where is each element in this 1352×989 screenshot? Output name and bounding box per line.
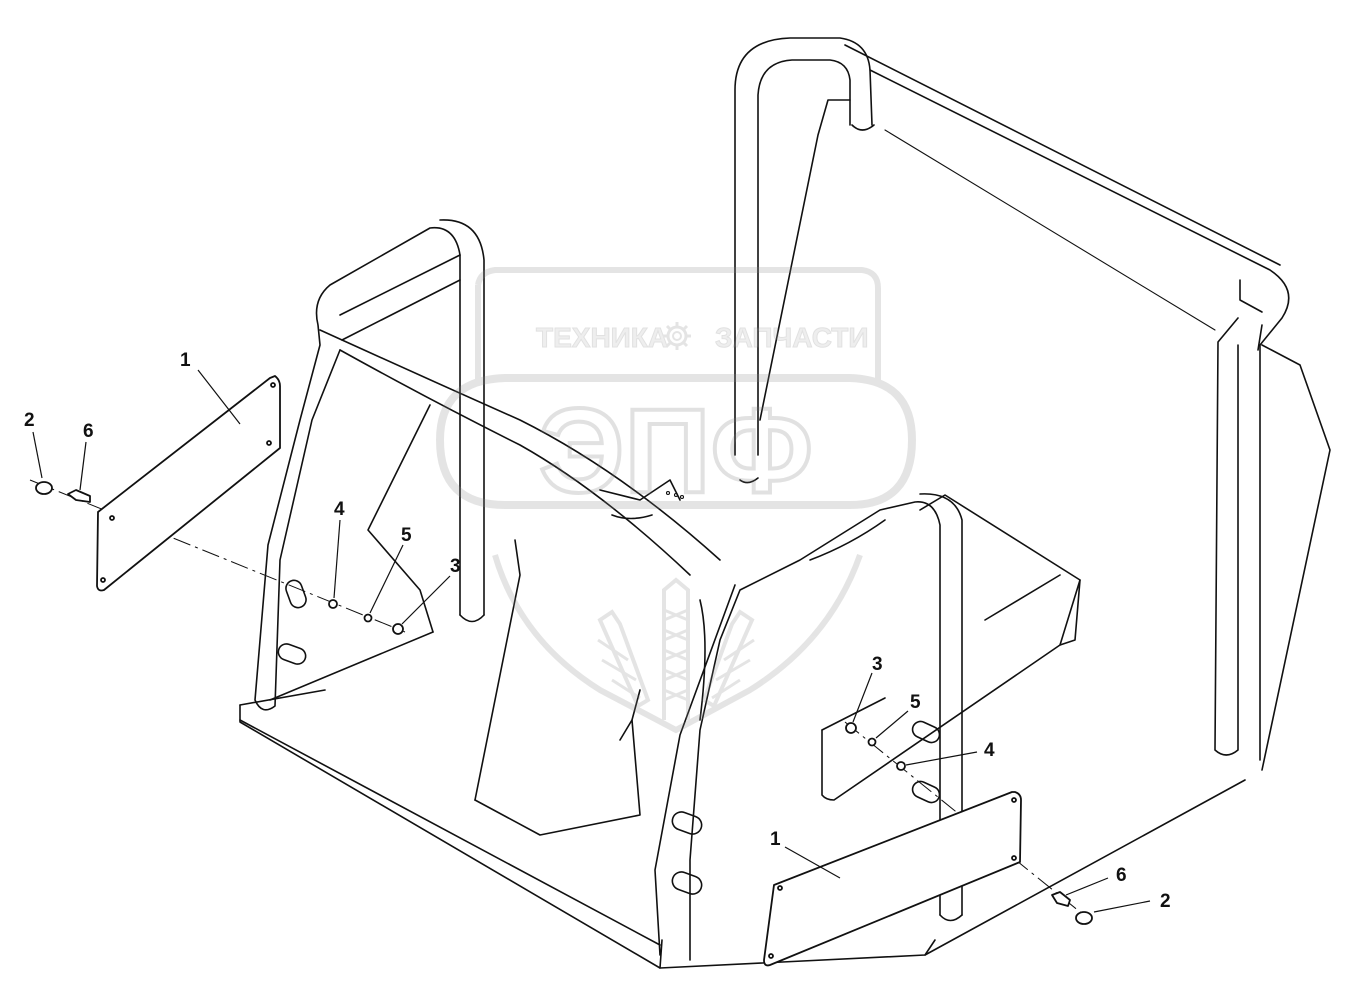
callout-nut-left: 3 (450, 556, 461, 577)
lock-washer-right (896, 761, 906, 771)
lock-washer-left (328, 599, 338, 609)
plate-right-hole (1011, 855, 1017, 861)
plate-right (763, 791, 1022, 967)
center-console (269, 404, 685, 836)
cap-nut-left (35, 481, 53, 495)
gear-icon (663, 322, 691, 350)
seat-box (821, 494, 1081, 801)
front-right-roll-bar (654, 493, 963, 961)
base-frame (239, 689, 1246, 969)
washer-right (867, 737, 877, 747)
plate-left-hole (266, 440, 272, 446)
callout-bolt-right: 6 (1116, 865, 1127, 886)
callout-lockwasher-right: 4 (984, 740, 995, 761)
left-mounting-parts (35, 375, 404, 635)
callout-washer-left: 5 (401, 525, 412, 546)
plate-left-hole (100, 577, 106, 583)
callout-cap-right: 2 (1160, 891, 1171, 912)
watermark-text-right: ЗАПЧАСТИ (715, 322, 868, 353)
plate-right-hole (768, 953, 774, 959)
plate-right-hole (1011, 797, 1017, 803)
cap-nut-right (1075, 911, 1093, 925)
plate-left-hole (270, 382, 276, 388)
plate-left (96, 375, 281, 592)
callout-plate-right: 1 (770, 829, 781, 850)
plate-right-hole (777, 885, 783, 891)
watermark-brand: ЭПФ (539, 384, 813, 518)
nut-right (845, 722, 857, 734)
callout-nut-right: 3 (872, 654, 883, 675)
nut-left (392, 623, 404, 635)
callout-cap-left: 2 (24, 410, 35, 431)
callout-bolt-left: 6 (83, 421, 94, 442)
callout-plate-left: 1 (180, 350, 191, 371)
watermark-logo: ТЕХНИКА ЗАПЧАСТИ ЭПФ (435, 267, 917, 734)
plate-left-hole (109, 515, 115, 521)
callout-leaders (32, 369, 1151, 913)
front-left-roll-bar (254, 219, 721, 711)
right-mounting-parts (763, 722, 1093, 967)
callout-washer-right: 5 (910, 692, 921, 713)
bolt-left (67, 489, 91, 503)
watermark-text-left: ТЕХНИКА (536, 322, 668, 353)
washer-left (363, 613, 373, 623)
bolt-right (1051, 891, 1071, 907)
rear-roll-bar (734, 37, 1290, 761)
callout-lockwasher-left: 4 (334, 499, 345, 520)
rear-panel (759, 99, 1331, 771)
wheat-icon (597, 577, 755, 720)
callout-labels: 1 2 6 4 5 3 3 5 4 1 6 2 (24, 350, 1171, 912)
